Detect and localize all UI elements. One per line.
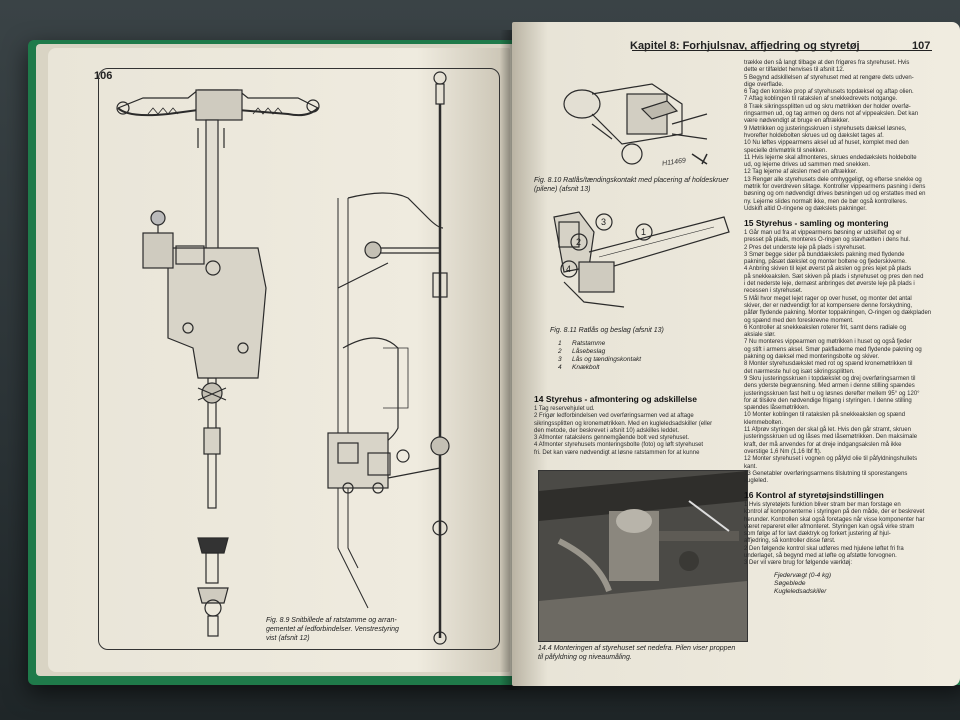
section-15-body: 1 Går man ud fra at vippearmens bøsning …	[744, 230, 932, 485]
tool-item: Fjedervægt (0-4 kg)	[774, 572, 832, 579]
steering-box-photo	[538, 470, 748, 642]
fig-8-11-caption: Fig. 8.11 Ratlås og beslag (afsnit 13)	[550, 327, 664, 334]
svg-text:1: 1	[641, 227, 646, 237]
header-rule	[632, 50, 932, 51]
column-top-text: trække den så langt tilbage at den frigø…	[744, 60, 926, 212]
section-15-heading: 15 Styrehus - samling og montering	[744, 218, 889, 228]
chapter-header: Kapitel 8: Forhjulsnav, affjedring og st…	[630, 40, 860, 52]
photo-caption: 14.4 Monteringen af styrehuset set nedef…	[538, 645, 736, 661]
svg-text:3: 3	[601, 217, 606, 227]
photo-content	[539, 471, 747, 641]
svg-text:2: 2	[576, 237, 581, 247]
tool-item: Kugleledsadskiller	[774, 588, 827, 595]
section-14-body: 1 Tag reservehjulet ud. 2 Frigør ledforb…	[534, 406, 713, 456]
fig-8-10-caption: Fig. 8.10 Ratlås/tændingskontakt med pla…	[534, 177, 729, 193]
left-page: 106	[48, 48, 510, 672]
section-16-heading: 16 Kontrol af styretøjsindstillingen	[744, 490, 884, 500]
section-14-heading: 14 Styrehus - afmontering og adskillelse	[534, 394, 697, 404]
fig-8-9-caption: Fig. 8.9 Snitbillede af ratstamme og arr…	[266, 617, 399, 642]
tools-list: Fjedervægt (0-4 kg) Søgeblede Kugleledsa…	[774, 572, 934, 596]
right-page-number: 107	[912, 40, 931, 52]
svg-text:4: 4	[566, 264, 571, 274]
tool-item: Søgeblede	[774, 580, 806, 587]
ignition-lock-drawing	[563, 83, 708, 165]
steering-column-diagram	[116, 71, 450, 645]
right-page: Kapitel 8: Forhjulsnav, affjedring og st…	[512, 22, 960, 686]
section-16-body: 1 Hvis styretøjets funktion bliver stram…	[744, 502, 925, 567]
lock-bracket-drawing: 3 1 2 4	[553, 211, 730, 308]
diagram-frame	[98, 68, 500, 650]
